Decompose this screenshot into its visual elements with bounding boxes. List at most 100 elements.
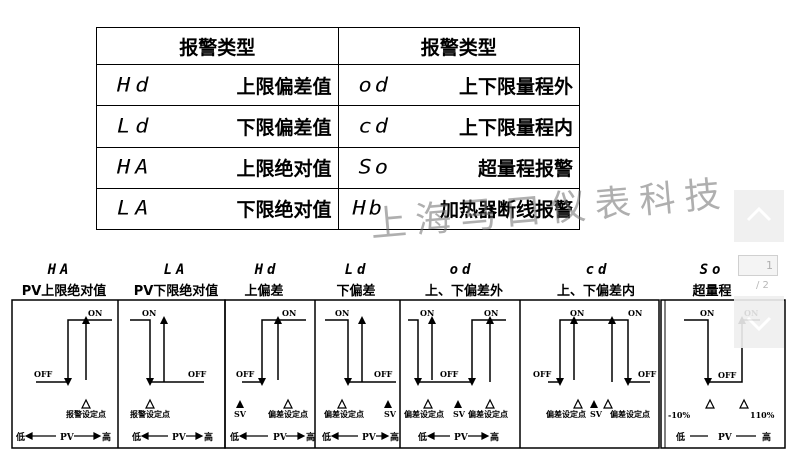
- section-code-so: So: [699, 262, 725, 278]
- on-label: ON: [420, 308, 434, 318]
- table-cell: Ld 下限偏差值: [96, 105, 339, 148]
- alarm-code: HA: [117, 156, 154, 179]
- pv-axis-mid: PV: [60, 433, 75, 443]
- off-label: OFF: [374, 369, 393, 379]
- alarm-code: cd: [358, 115, 391, 138]
- table-header-left: 报警类型: [96, 26, 339, 66]
- pv-axis-high: 高: [306, 431, 315, 443]
- pv-axis: 低 PV 高: [675, 431, 771, 443]
- pv-axis-high: 高: [390, 431, 399, 443]
- pv-axis-high: 高: [204, 431, 213, 443]
- chevron-down-icon: [746, 316, 772, 332]
- off-label: OFF: [638, 369, 657, 379]
- pv-axis: 低 PV 高: [417, 431, 499, 443]
- set-point-markers: [81, 398, 749, 409]
- on-label: ON: [628, 308, 642, 318]
- sv-label: SV: [384, 409, 397, 419]
- alarm-code: Hd: [117, 74, 154, 97]
- on-label: ON: [335, 308, 349, 318]
- on-label: ON: [484, 308, 498, 318]
- section-code-ld: Ld: [344, 262, 370, 278]
- alarm-code: Ld: [117, 115, 154, 138]
- section-title-so: 超量程: [692, 284, 732, 299]
- on-label: ON: [88, 308, 102, 318]
- alarm-description: 上限绝对值: [236, 158, 332, 181]
- pv-axis-low: 低: [417, 431, 427, 443]
- cd-relay-curve: [548, 319, 650, 383]
- on-label: ON: [700, 308, 714, 318]
- pv-axis-mid: PV: [454, 433, 469, 443]
- section-code-hd: Hd: [254, 262, 280, 278]
- alarm-code: Hb: [352, 197, 385, 221]
- alarm-code: LA: [117, 197, 154, 221]
- alarm-description: 加热器断线报警: [439, 199, 573, 222]
- ha-relay-curve: [36, 319, 112, 383]
- pv-axis-mid: PV: [362, 433, 377, 443]
- deviation-set-point-label: 偏差设定点: [268, 409, 308, 419]
- pv-axis-low: 低: [229, 431, 239, 443]
- sv-markers: [236, 400, 598, 408]
- alarm-type-table: 报警类型 报警类型 Hd 上限偏差值 od 上下限量程外 Ld 下限偏差值 cd…: [96, 26, 580, 231]
- panel-overrange-box: [660, 299, 786, 449]
- minus-10-label: -10%: [668, 410, 690, 420]
- pv-axis: 低 PV 高: [131, 431, 213, 443]
- panel-deviation-box: [224, 299, 660, 449]
- section-title-hd: 上偏差: [244, 284, 284, 299]
- hd-relay-curve: [242, 319, 306, 383]
- pv-axis-mid: PV: [273, 433, 288, 443]
- off-label: OFF: [34, 369, 53, 379]
- page-number-input[interactable]: 1: [738, 255, 778, 276]
- pv-axis-high: 高: [102, 431, 111, 443]
- on-label: ON: [282, 308, 296, 318]
- table-cell: LA 下限绝对值: [96, 187, 339, 231]
- od-relay-curve: [408, 319, 506, 383]
- section-title-cd: 上、下偏差内: [556, 284, 635, 299]
- section-title-ha: PV上限绝对值: [21, 284, 107, 299]
- table-cell: So 超量程报警: [337, 146, 580, 189]
- on-label: ON: [570, 308, 584, 318]
- page-total: / 2: [756, 280, 769, 291]
- table-cell: Hd 上限偏差值: [96, 64, 339, 107]
- off-label: OFF: [533, 369, 552, 379]
- section-title-la: PV下限绝对值: [133, 284, 219, 299]
- pv-axis-low: 低: [675, 431, 685, 443]
- off-label: OFF: [718, 370, 737, 380]
- table-cell: Hb 加热器断线报警: [337, 187, 580, 231]
- on-label: ON: [142, 308, 156, 318]
- chevron-up-icon: [746, 206, 772, 222]
- scroll-down-button[interactable]: [734, 296, 784, 348]
- sv-label: SV: [234, 409, 247, 419]
- off-label: OFF: [440, 369, 459, 379]
- deviation-set-point-label: 偏差设定点: [324, 409, 364, 419]
- alarm-code: So: [358, 156, 391, 179]
- deviation-set-point-label: 偏差设定点: [468, 409, 508, 419]
- alarm-relay-diagram: ON ON ON ON ON ON ON ON ON ON OFF OFF OF…: [11, 299, 786, 449]
- deviation-set-point-label: 偏差设定点: [610, 409, 650, 419]
- section-code-la: LA: [163, 262, 189, 278]
- pv-axis-mid: PV: [718, 433, 733, 443]
- deviation-set-point-label: 偏差设定点: [404, 409, 444, 419]
- pv-axis: 低 PV 高: [321, 431, 399, 443]
- pv-axis-high: 高: [762, 431, 771, 443]
- section-title-od: 上、下偏差外: [424, 284, 503, 299]
- alarm-description: 超量程报警: [477, 158, 573, 181]
- ld-relay-curve: [325, 319, 396, 383]
- section-code-cd: cd: [585, 262, 611, 278]
- sv-label: SV: [590, 409, 603, 419]
- alarm-description: 上下限量程内: [458, 116, 573, 139]
- pv-axis: 低 PV 高: [229, 431, 315, 443]
- off-label: OFF: [236, 369, 255, 379]
- section-code-ha: HA: [47, 262, 73, 278]
- plus-110-label: 110%: [750, 410, 775, 420]
- deviation-set-point-label: 偏差设定点: [546, 409, 586, 419]
- alarm-description: 上限偏差值: [236, 75, 332, 98]
- pv-axis-low: 低: [321, 431, 331, 443]
- scroll-up-button[interactable]: [734, 190, 784, 242]
- table-cell: HA 上限绝对值: [96, 146, 339, 189]
- alarm-code: od: [358, 74, 391, 97]
- section-code-od: od: [449, 262, 475, 278]
- alarm-set-point-label: 报警设定点: [130, 409, 170, 419]
- pv-axis-mid: PV: [172, 433, 187, 443]
- sv-label: SV: [453, 409, 466, 419]
- la-relay-curve: [130, 319, 204, 383]
